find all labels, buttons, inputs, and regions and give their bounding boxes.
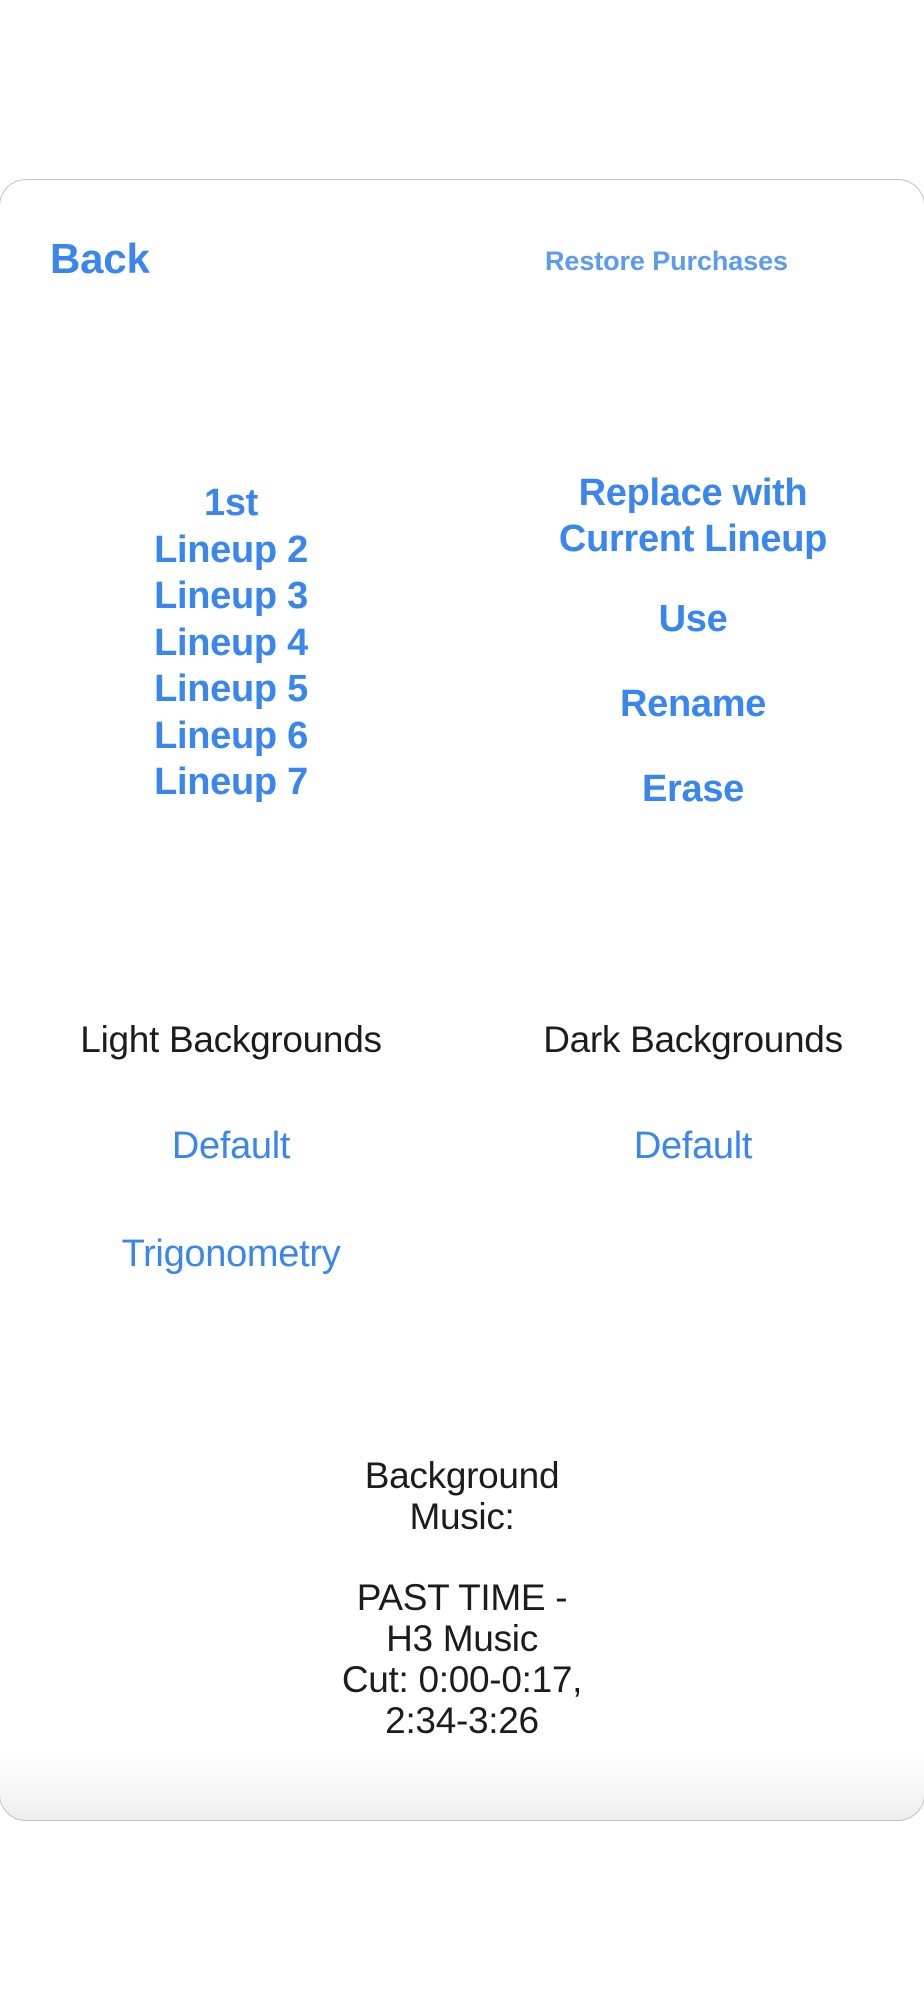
lineup-slot-3[interactable]: Lineup 3 bbox=[154, 575, 308, 617]
lineup-slot-4[interactable]: Lineup 4 bbox=[154, 621, 308, 664]
app-card: Back Restore Purchases 1st Lineup 2 Line… bbox=[0, 180, 924, 1820]
background-music-label: Background Music: bbox=[364, 1455, 560, 1537]
back-button[interactable]: Back bbox=[50, 235, 150, 282]
light-background-default-option[interactable]: Default bbox=[171, 1125, 291, 1167]
lineup-slot-list: 1st Lineup 2 Lineup 3 Lineup 4 Lineup 5 … bbox=[0, 480, 462, 806]
lineup-slot-7[interactable]: Lineup 7 bbox=[154, 761, 308, 803]
light-background-trigonometry-option[interactable]: Trigonometry bbox=[121, 1233, 341, 1275]
settings-body: 1st Lineup 2 Lineup 3 Lineup 4 Lineup 5 … bbox=[0, 330, 924, 1820]
top-bar: Back Restore Purchases bbox=[0, 180, 924, 330]
background-music-section: Background Music: PAST TIME - H3 Music C… bbox=[0, 1455, 924, 1741]
lineup-actions: Replace with Current Lineup Use Rename E… bbox=[462, 470, 924, 811]
lineup-slot-6[interactable]: Lineup 6 bbox=[154, 714, 308, 757]
light-backgrounds-heading: Light Backgrounds bbox=[80, 1019, 382, 1060]
lineup-slot-1[interactable]: 1st bbox=[203, 482, 259, 524]
lineup-slot-2[interactable]: Lineup 2 bbox=[154, 528, 308, 571]
dark-background-default-option[interactable]: Default bbox=[633, 1125, 753, 1167]
replace-with-current-lineup-button[interactable]: Replace with Current Lineup bbox=[558, 472, 828, 560]
dark-backgrounds-heading: Dark Backgrounds bbox=[543, 1019, 843, 1060]
background-music-track-credit[interactable]: PAST TIME - H3 Music Cut: 0:00-0:17, 2:3… bbox=[341, 1577, 583, 1741]
rename-lineup-button[interactable]: Rename bbox=[619, 683, 767, 725]
restore-purchases-button[interactable]: Restore Purchases bbox=[545, 246, 788, 276]
use-lineup-button[interactable]: Use bbox=[658, 598, 728, 640]
erase-lineup-button[interactable]: Erase bbox=[641, 768, 745, 810]
lineup-slot-5[interactable]: Lineup 5 bbox=[154, 668, 308, 710]
